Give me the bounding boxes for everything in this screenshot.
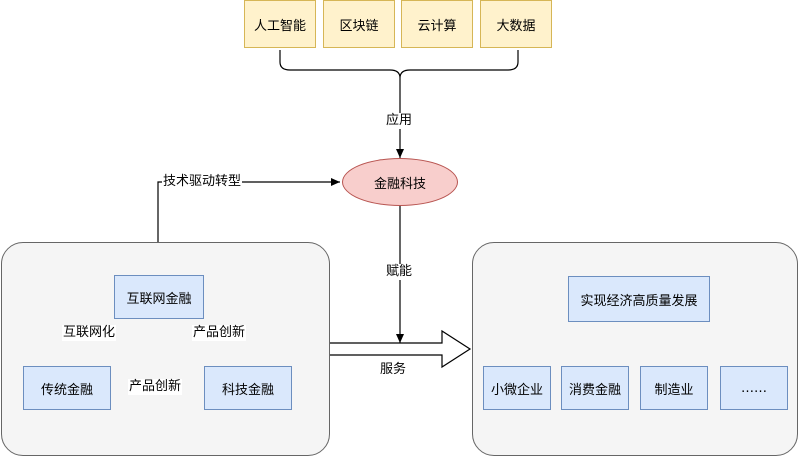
tech-cloud-label: 云计算	[417, 18, 457, 34]
left-group	[1, 242, 330, 456]
fintech-node: 金融科技	[342, 158, 458, 206]
tech-ai-label: 人工智能	[253, 18, 306, 34]
empower-label: 赋能	[385, 264, 414, 280]
traditional-finance-label: 传统金融	[40, 382, 93, 398]
tech-cloud: 云计算	[401, 0, 473, 48]
tech-finance-label: 科技金融	[221, 382, 274, 398]
target-consumer-finance-label: 消费金融	[568, 382, 621, 398]
target-small-business: 小微企业	[483, 366, 551, 410]
serve-label: 服务	[379, 362, 408, 378]
target-small-business-label: 小微企业	[490, 382, 543, 398]
tech-bigdata: 大数据	[480, 0, 552, 48]
target-consumer-finance: 消费金融	[561, 366, 629, 410]
right-group	[472, 242, 798, 456]
goal-node: 实现经济高质量发展	[568, 276, 710, 322]
tech-ai: 人工智能	[244, 0, 316, 48]
traditional-finance-node: 传统金融	[23, 366, 111, 410]
apply-label: 应用	[385, 113, 414, 129]
innovate-horizontal-label: 产品创新	[128, 379, 183, 395]
internetize-label: 互联网化	[62, 325, 117, 341]
drive-label: 技术驱动转型	[162, 174, 243, 190]
tech-blockchain: 区块链	[323, 0, 395, 48]
tech-brace	[279, 50, 519, 79]
goal-label: 实现经济高质量发展	[580, 293, 698, 309]
target-more: ……	[720, 366, 788, 410]
tech-blockchain-label: 区块链	[339, 18, 379, 34]
innovate-diagonal-label: 产品创新	[192, 325, 247, 341]
target-manufacturing: 制造业	[640, 366, 708, 410]
tech-bigdata-label: 大数据	[496, 18, 536, 34]
target-more-label: ……	[741, 380, 767, 396]
internet-finance-node: 互联网金融	[114, 275, 204, 319]
tech-finance-node: 科技金融	[204, 366, 292, 410]
serve-block-arrow	[327, 329, 472, 369]
fintech-label: 金融科技	[373, 176, 426, 192]
internet-finance-label: 互联网金融	[126, 291, 192, 307]
target-manufacturing-label: 制造业	[654, 382, 694, 398]
